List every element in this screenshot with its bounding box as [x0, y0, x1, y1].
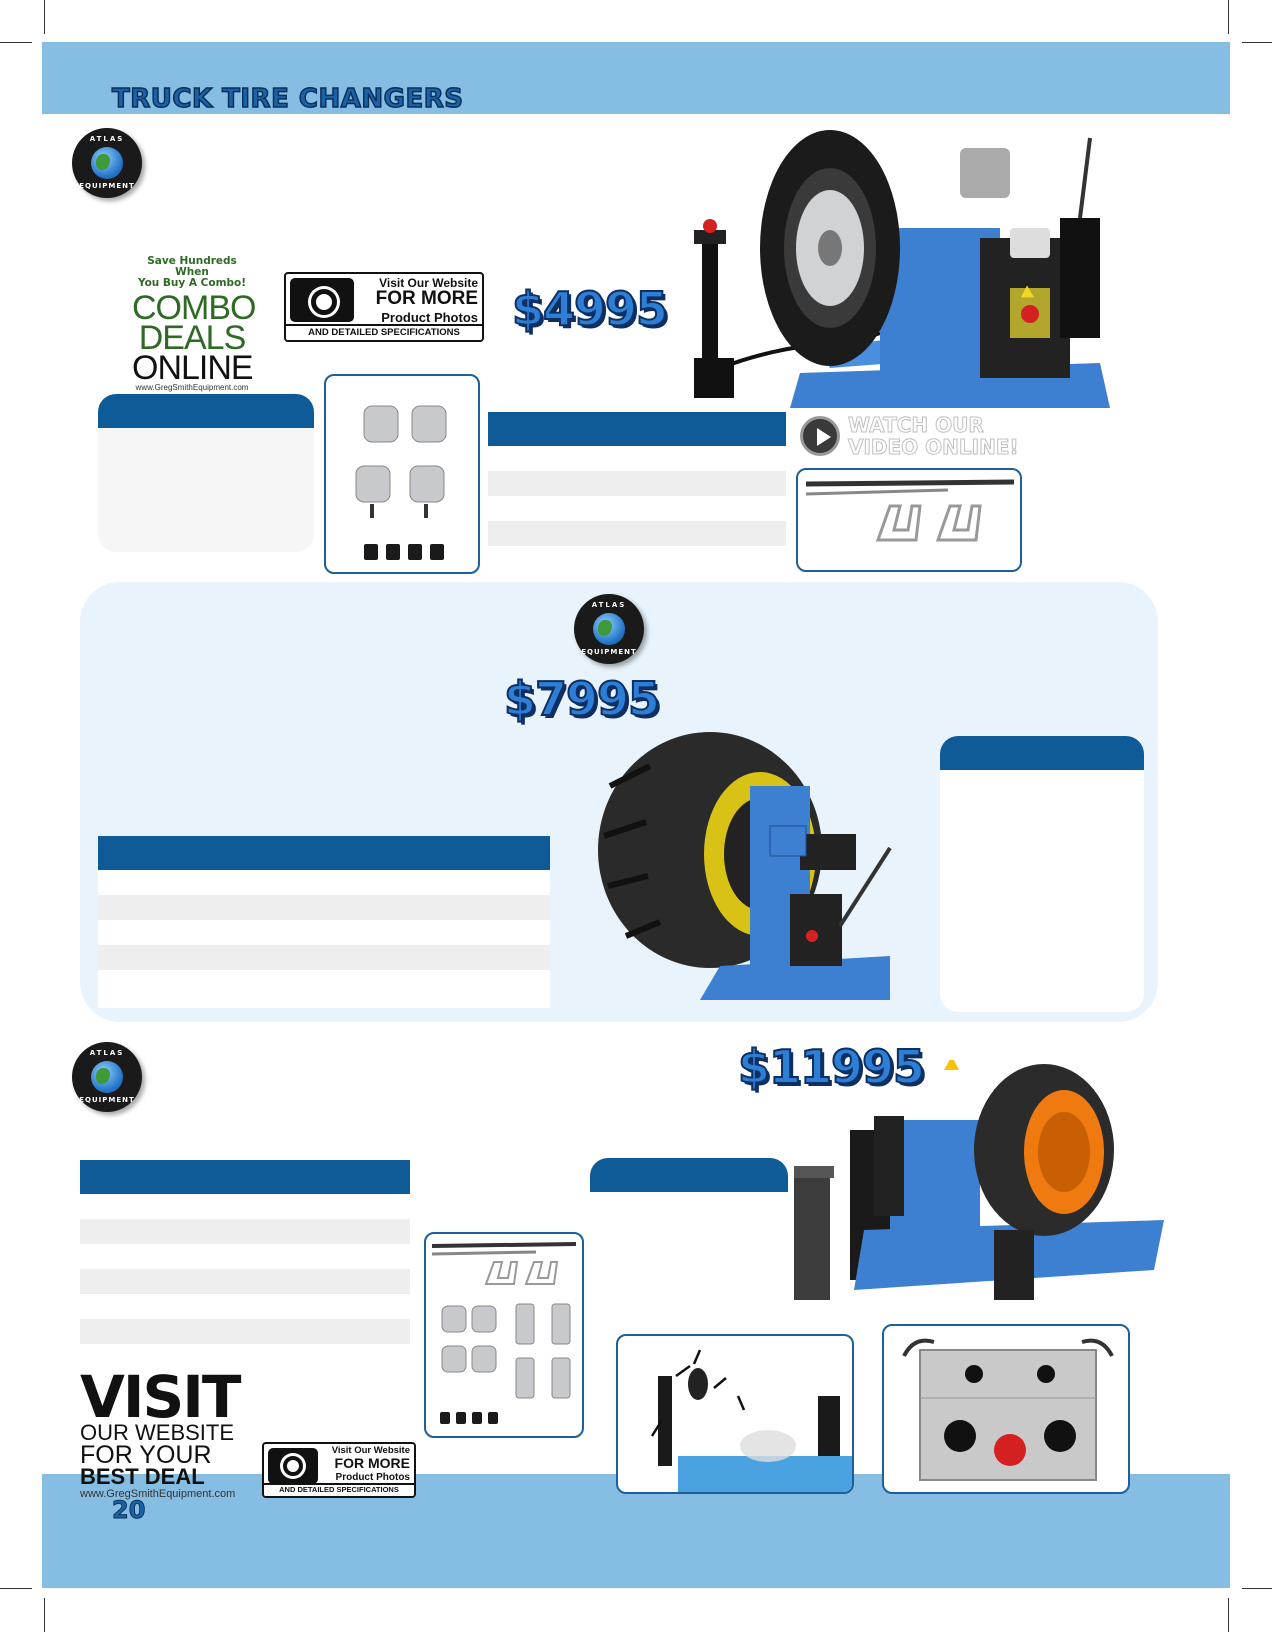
spec-row	[80, 1219, 410, 1244]
crop-mark	[1242, 42, 1272, 43]
price-product-2: $7995	[503, 671, 661, 727]
combo-deals-ad[interactable]: Save Hundreds When You Buy A Combo! COMB…	[132, 255, 256, 393]
spec-table-header	[98, 836, 550, 870]
atlas-logo: ATLAS EQUIPMENT	[72, 128, 142, 198]
spec-row	[80, 1269, 410, 1294]
features-card-3	[590, 1158, 788, 1338]
deals-word: DEALS	[138, 319, 247, 357]
spec-row	[488, 471, 786, 496]
globe-land-icon	[96, 154, 110, 170]
badge-line-4: AND DETAILED SPECIFICATIONS	[264, 1483, 414, 1496]
crop-mark	[1242, 1588, 1272, 1589]
logo-text-bottom: EQUIPMENT	[79, 1096, 135, 1104]
watch-line-1: WATCH OUR	[848, 413, 985, 437]
globe-land-icon	[96, 1068, 110, 1084]
visit-url[interactable]: www.GregSmithEquipment.com	[80, 1488, 236, 1500]
visit-website-badge[interactable]: Visit Our Website FOR MORE Product Photo…	[284, 272, 484, 342]
crop-mark	[44, 0, 45, 34]
spec-row	[80, 1294, 410, 1319]
features-card-header	[590, 1158, 788, 1192]
camera-icon	[268, 1448, 318, 1484]
spec-table-header	[488, 412, 786, 446]
features-card-1	[98, 394, 314, 552]
crop-mark	[0, 42, 32, 43]
visit-website-promo[interactable]: VISIT OUR WEBSITE FOR YOUR BEST DEAL www…	[80, 1363, 260, 1500]
badge-line-2: FOR MORE	[375, 288, 478, 309]
visit-line-3: FOR YOUR	[80, 1441, 212, 1469]
badge-line-1: Visit Our Website	[331, 1445, 410, 1456]
watch-video-link[interactable]: WATCH OUR VIDEO ONLINE!	[800, 412, 1030, 462]
atlas-logo: ATLAS EQUIPMENT	[574, 594, 644, 664]
globe-land-icon	[598, 620, 612, 636]
header-band	[42, 42, 1230, 114]
spec-row	[98, 945, 550, 970]
crop-mark	[44, 1598, 45, 1632]
logo-text-bottom: EQUIPMENT	[581, 648, 637, 656]
spec-row	[488, 521, 786, 546]
spec-table-1	[488, 412, 786, 546]
control-panel-image	[902, 1338, 1114, 1481]
clamp-accessories-thumbnail[interactable]	[324, 374, 480, 574]
control-panel-thumbnail[interactable]	[882, 1324, 1130, 1494]
combo-tagline-1: Save Hundreds When	[147, 255, 237, 278]
combo-tagline-2: You Buy A Combo!	[137, 277, 247, 289]
accessory-kit-image	[431, 1242, 577, 1424]
crop-mark	[0, 1588, 32, 1589]
bead-breaker-detail-thumbnail[interactable]	[616, 1334, 854, 1494]
tire-iron-tools-image	[805, 479, 1015, 542]
accessories-kit-thumbnail[interactable]	[424, 1232, 584, 1438]
spec-row	[488, 496, 786, 521]
features-card-header	[98, 394, 314, 428]
price-product-1: $4995	[511, 281, 669, 337]
play-icon[interactable]	[800, 416, 840, 456]
visit-website-badge[interactable]: Visit Our Website FOR MORE Product Photo…	[262, 1442, 416, 1498]
section-title: TRUCK TIRE CHANGERS	[111, 83, 464, 115]
spec-row	[98, 970, 550, 995]
badge-line-3: Product Photos	[381, 310, 478, 325]
spec-table-header	[80, 1160, 410, 1194]
spec-row	[98, 920, 550, 945]
logo-text-top: ATLAS	[89, 1049, 125, 1057]
page-number: 20	[111, 1496, 146, 1525]
logo-text-top: ATLAS	[591, 601, 627, 609]
otr-tire-changer-image	[598, 732, 892, 1000]
spec-row	[488, 446, 786, 471]
price-product-3: $11995	[737, 1039, 926, 1095]
atlas-logo: ATLAS EQUIPMENT	[72, 1042, 142, 1112]
badge-line-2: FOR MORE	[334, 1455, 410, 1471]
truck-tire-changer-image	[694, 130, 1110, 408]
heavy-duty-tire-changer-image	[794, 1060, 1164, 1300]
combo-word: COMBO	[132, 289, 256, 327]
features-card-2	[940, 736, 1144, 1012]
camera-icon	[290, 278, 354, 322]
visit-line-4: BEST DEAL	[80, 1464, 205, 1489]
bead-breaker-image	[650, 1349, 852, 1492]
spec-table-3	[80, 1160, 410, 1364]
tire-tools-thumbnail[interactable]	[796, 468, 1022, 572]
spec-row	[98, 870, 550, 895]
features-card-header	[940, 736, 1144, 770]
visit-word: VISIT	[80, 1363, 241, 1431]
crop-mark	[1228, 1598, 1229, 1632]
spec-table-2	[98, 836, 550, 1008]
online-word: ONLINE	[132, 349, 254, 387]
clamp-jaws-image	[355, 405, 447, 560]
logo-text-bottom: EQUIPMENT	[79, 182, 135, 190]
badge-line-3: Product Photos	[335, 1472, 410, 1483]
combo-url[interactable]: www.GregSmithEquipment.com	[135, 383, 249, 392]
spec-row	[80, 1244, 410, 1269]
logo-text-top: ATLAS	[89, 135, 125, 143]
spec-row	[98, 895, 550, 920]
visit-line-2: OUR WEBSITE	[80, 1420, 235, 1445]
spec-row	[80, 1194, 410, 1219]
crop-mark	[1228, 0, 1229, 34]
badge-line-4: AND DETAILED SPECIFICATIONS	[286, 324, 482, 340]
watch-line-2: VIDEO ONLINE!	[848, 435, 1020, 459]
badge-line-1: Visit Our Website	[379, 276, 478, 290]
spec-row	[80, 1319, 410, 1344]
